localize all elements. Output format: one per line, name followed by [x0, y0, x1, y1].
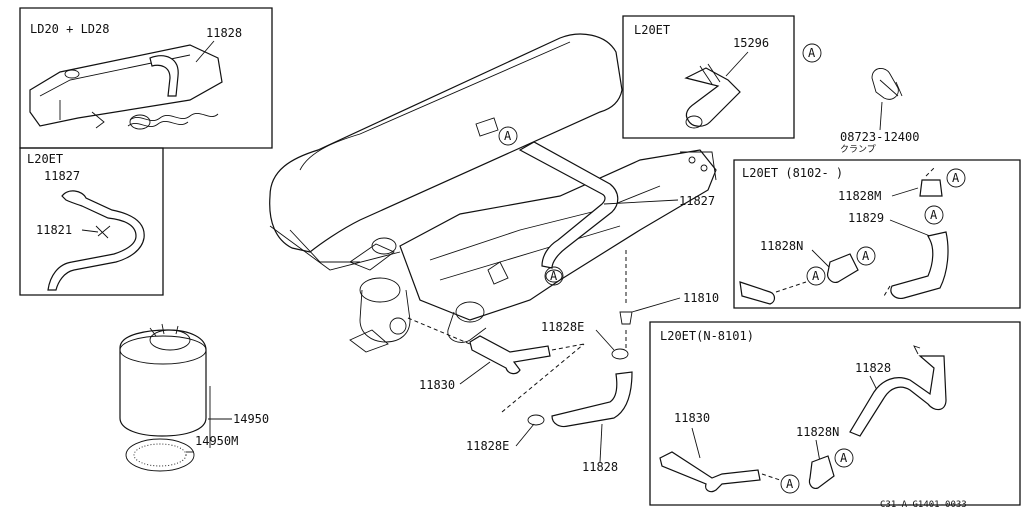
inset-ld20-ld28: LD20 + LD28 11828 — [19, 7, 273, 149]
label-11827-main: 11827 — [679, 194, 715, 208]
label-11828-ld: 11828 — [206, 26, 242, 40]
inset-l20et-left: L20ET 11827 11821 — [19, 147, 164, 296]
label-11821: 11821 — [36, 223, 72, 237]
inset-l20et-8101: L20ET(N-8101) 11828 A 11828N A 11830 — [649, 321, 1021, 506]
label-11828n-8102: 11828N — [760, 239, 803, 253]
label-11828e-bottom: 11828E — [466, 439, 509, 453]
inset-ld-title: LD20 + LD28 — [30, 22, 109, 36]
canister-drawing: 14950 14950M — [119, 323, 269, 472]
label-11810: 11810 — [683, 291, 719, 305]
inset-l20et-left-title: L20ET — [27, 152, 63, 166]
label-11828n-8101: 11828N — [796, 425, 839, 439]
callout-a-8101-left: A — [786, 477, 794, 491]
inset-l20et-top-title: L20ET — [634, 23, 670, 37]
label-11828m: 11828M — [838, 189, 881, 203]
callout-a-clamp: A — [808, 46, 816, 60]
label-11828-8101: 11828 — [855, 361, 891, 375]
clamp-callout: A 08723-12400 クランプ — [802, 43, 919, 155]
callout-a-8101-right: A — [840, 451, 848, 465]
inset-l20et-top: L20ET 15296 — [622, 15, 795, 139]
inset-8102-title: L20ET (8102- ) — [742, 166, 843, 180]
label-11830-main: 11830 — [419, 378, 455, 392]
label-11829: 11829 — [848, 211, 884, 225]
main-callouts: A A — [498, 126, 564, 286]
callout-a-8102-n: A — [862, 249, 870, 263]
rocker-cover-drawing — [29, 44, 223, 130]
callout-a-main-mid: A — [550, 269, 558, 283]
label-11828-main: 11828 — [582, 460, 618, 474]
inset-8101-title: L20ET(N-8101) — [660, 329, 754, 343]
label-clamp-note: クランプ — [840, 144, 876, 155]
figure-code: C31-A-G1401-0033 — [880, 500, 967, 510]
label-08723-12400: 08723-12400 — [840, 130, 919, 144]
callout-a-8102-left: A — [812, 269, 820, 283]
callout-a-8102-top: A — [952, 171, 960, 185]
label-14950m: 14950M — [195, 434, 238, 448]
label-11827-inset: 11827 — [44, 169, 80, 183]
label-14950: 14950 — [233, 412, 269, 426]
engine-main-drawing — [269, 33, 717, 353]
inset-l20et-8102: L20ET (8102- ) A 11828M A 11829 11828N A… — [733, 159, 1021, 309]
callout-a-main-top: A — [504, 129, 512, 143]
label-11830-8101: 11830 — [674, 411, 710, 425]
main-labels: 11827 11810 11828E 11830 11828E 11828 — [407, 194, 719, 474]
label-15296: 15296 — [733, 36, 769, 50]
callout-a-8102-mid: A — [930, 208, 938, 222]
label-11828e-top: 11828E — [541, 320, 584, 334]
